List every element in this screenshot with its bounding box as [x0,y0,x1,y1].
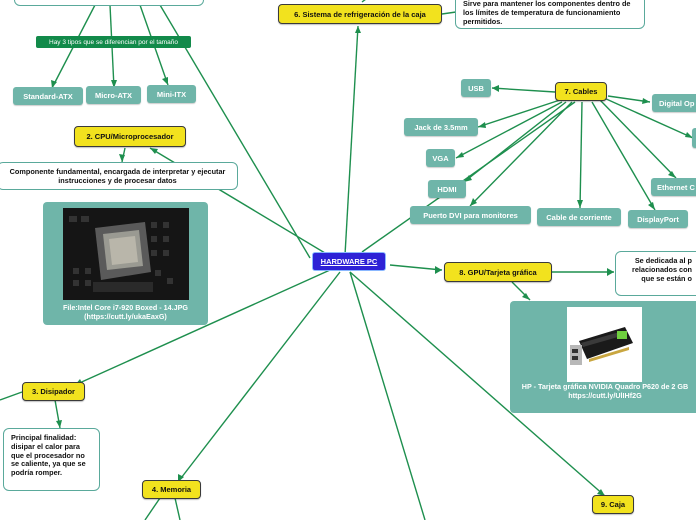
cpu-description: Componente fundamental, encargada de int… [0,162,238,190]
motherboard-note-partial [14,0,204,6]
cable-ethernet[interactable]: Ethernet C [651,178,696,196]
size-standard-atx[interactable]: Standard-ATX [13,87,83,105]
gpu-description-text: Se dedicada al p relacionados con que se… [631,256,692,283]
cable-vga[interactable]: VGA [426,149,455,167]
cable-corriente[interactable]: Cable de corriente [537,208,621,226]
topic-disipador[interactable]: 3. Disipador [22,382,85,401]
cable-usb[interactable]: USB [461,79,491,97]
size-micro-atx[interactable]: Micro-ATX [86,86,141,104]
topic-caja[interactable]: 9. Caja [592,495,634,514]
center-node-hardware-pc[interactable]: HARDWARE PC [312,252,386,271]
motherboard-size-label: Hay 3 tipos que se diferencian por el ta… [36,36,191,48]
topic-memoria[interactable]: 4. Memoria [142,480,201,499]
cable-dvi[interactable]: Puerto DVI para monitores [410,206,531,224]
cpu-description-text: Componente fundamental, encargada de int… [9,167,226,185]
cable-partial[interactable] [692,128,696,148]
topic-cables[interactable]: 7. Cables [555,82,607,101]
cpu-image-caption: File:Intel Core i7-920 Boxed - 14.JPG (h… [62,303,189,321]
size-mini-itx[interactable]: Mini-ITX [147,85,196,103]
topic-cpu[interactable]: 2. CPU/Microprocesador [74,126,186,147]
cable-jack[interactable]: Jack de 3.5mm [404,118,478,136]
disipador-description-text: Principal finalidad: disipar el calor pa… [11,433,86,477]
refrigeracion-description-text: Sirve para mantener los componentes dent… [463,0,631,26]
cpu-photo [63,208,189,300]
cable-hdmi[interactable]: HDMI [428,180,466,198]
gpu-photo [567,307,642,382]
disipador-description: Principal finalidad: disipar el calor pa… [3,428,100,491]
cable-digital-optico[interactable]: Digital Op [652,94,696,112]
topic-refrigeracion[interactable]: 6. Sistema de refrigeración de la caja [278,4,442,24]
topic-gpu[interactable]: 8. GPU/Tarjeta gráfica [444,262,552,282]
gpu-description: Se dedicada al p relacionados con que se… [615,251,696,296]
gpu-image-caption: HP - Tarjeta gráfica NVIDIA Quadro P620 … [521,382,689,400]
gpu-image-card[interactable]: HP - Tarjeta gráfica NVIDIA Quadro P620 … [510,301,696,413]
refrigeracion-description: Sirve para mantener los componentes dent… [455,0,645,29]
cpu-image-card[interactable]: File:Intel Core i7-920 Boxed - 14.JPG (h… [43,202,208,325]
cable-displayport[interactable]: DisplayPort [628,210,688,228]
